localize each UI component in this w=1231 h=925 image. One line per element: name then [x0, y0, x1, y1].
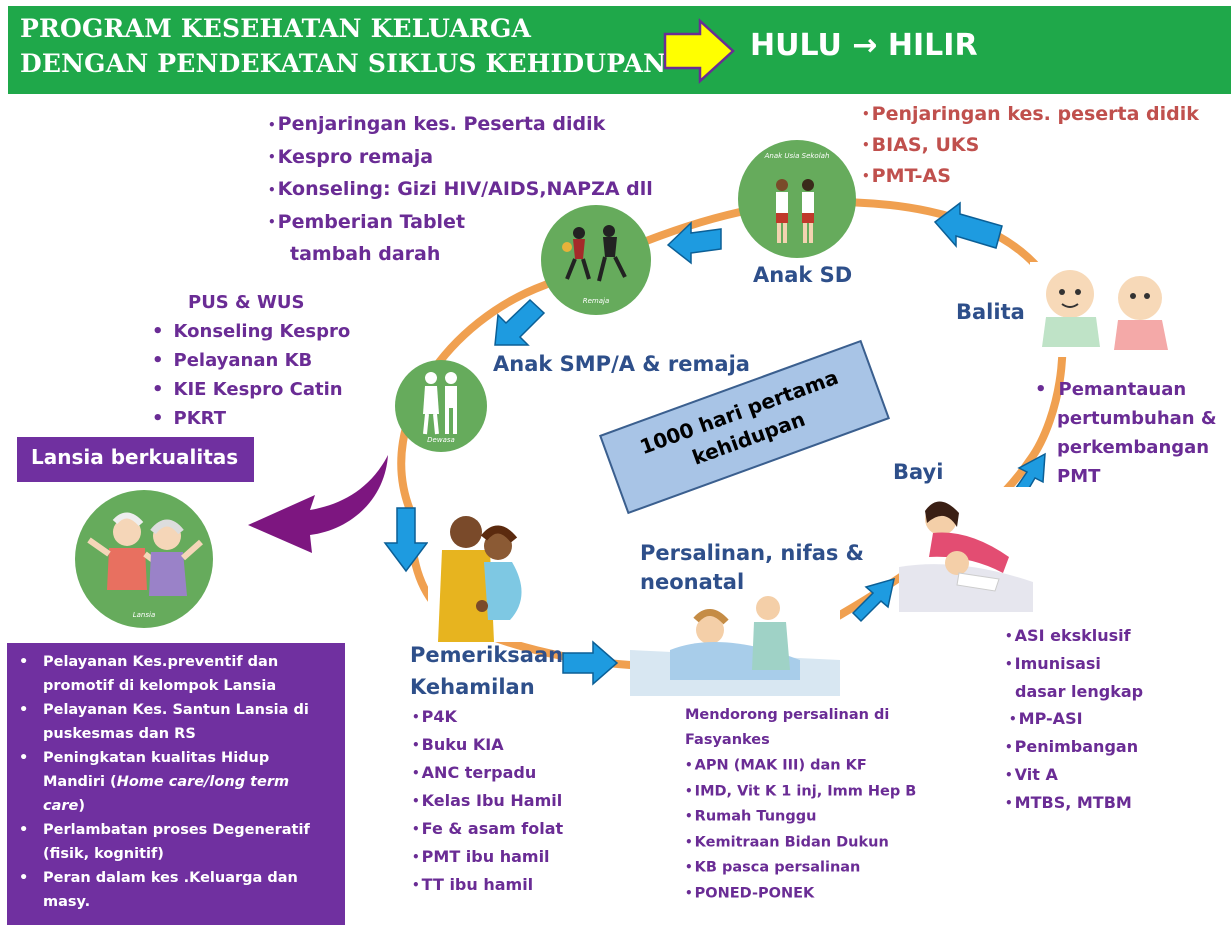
list-item: TT ibu hamil [412, 871, 563, 899]
list-item: Konseling: Gizi HIV/AIDS,NAPZA dll [268, 173, 653, 206]
mother-baby-icon [899, 501, 1033, 612]
list-item: MTBS, MTBM [1005, 789, 1143, 817]
list-item: •Konseling Kespro [152, 321, 351, 342]
list-item: Buku KIA [412, 731, 563, 759]
stage-kehamilan-line1: Pemeriksaan [410, 643, 564, 667]
header-banner [8, 6, 1231, 94]
list-item: Kespro remaja [268, 141, 653, 174]
anak-sd-caption: Anak Usia Sekolah [764, 152, 830, 160]
list-item: Kelas Ibu Hamil [412, 787, 563, 815]
yellow-arrow-icon [663, 18, 735, 84]
stage-kehamilan-line2: Kehamilan [410, 675, 535, 699]
lansia-caption: Lansia [132, 611, 156, 619]
dewasa-circle: Dewasa [395, 360, 487, 452]
arrow-to-bayi-icon [851, 577, 895, 623]
pus-wus-block: PUS & WUS •Konseling Kespro •Pelayanan K… [152, 288, 350, 433]
list-item: Fe & asam folat [412, 815, 563, 843]
stage-balita: Balita [956, 300, 1025, 324]
list-item: Penjaringan kes. Peserta didik [268, 108, 653, 141]
bayi-picture [899, 487, 1033, 612]
list-item: PMT ibu hamil [412, 843, 563, 871]
list-item: PMT-AS [862, 161, 1199, 192]
list-item: Penimbangan [1005, 733, 1143, 761]
stage-persalinan-line2: neonatal [640, 570, 745, 594]
list-item: •Pemantauan [1035, 379, 1187, 400]
delivery-room-icon [630, 596, 840, 696]
couple-icon [423, 372, 457, 435]
list-item: Vit A [1005, 761, 1143, 789]
list-item: ASI eksklusif [1005, 622, 1143, 650]
stage-remaja: Anak SMP/A & remaja [493, 352, 750, 376]
list-item: Rumah Tunggu [685, 804, 916, 830]
list-item: PMT [1057, 466, 1101, 487]
stage-bayi: Bayi [893, 460, 944, 484]
list-item: •KIE Kespro Catin [152, 379, 343, 400]
list-item: •Perlambatan proses Degeneratif(fisik, k… [19, 822, 310, 862]
list-item: •PKRT [152, 408, 226, 429]
school-children-icon [776, 179, 814, 243]
anak-sd-services: Penjaringan kes. peserta didik BIAS, UKS… [862, 99, 1199, 192]
persalinan-services: Mendorong persalinan di Fasyankes APN (M… [685, 703, 916, 906]
babies-icon [1042, 270, 1168, 350]
pus-wus-title: PUS & WUS [188, 292, 305, 313]
list-item: pertumbuhan & [1057, 408, 1217, 429]
list-item: P4K [412, 703, 563, 731]
list-item: BIAS, UKS [862, 130, 1199, 161]
list-item: Penjaringan kes. peserta didik [862, 99, 1199, 130]
balita-services: •Pemantauan pertumbuhan & perkembangan P… [1035, 375, 1217, 491]
arrow-to-anak-sd-icon [933, 201, 1003, 249]
kehamilan-picture [428, 510, 530, 642]
anak-sd-circle: Anak Usia Sekolah [738, 140, 856, 258]
arrow-to-remaja-icon [666, 221, 722, 265]
hulu-hilir-label: HULU → HILIR [750, 28, 978, 63]
stage-persalinan-line1: Persalinan, nifas & [640, 541, 864, 565]
balita-picture [1030, 262, 1178, 357]
bayi-services: ASI eksklusif Imunisasi dasar lengkap MP… [1005, 622, 1143, 817]
remaja-services: Penjaringan kes. Peserta didik Kespro re… [268, 108, 653, 270]
arrow-to-lansia-icon [248, 455, 388, 553]
list-item: IMD, Vit K 1 inj, Imm Hep B [685, 779, 916, 805]
list-item: Kemitraan Bidan Dukun [685, 830, 916, 856]
list-item: tambah darah [290, 243, 441, 265]
lansia-circle: Lansia [75, 490, 213, 628]
persalinan-picture [630, 590, 840, 696]
list-item: APN (MAK III) dan KF [685, 753, 916, 779]
lansia-title-box: Lansia berkualitas [17, 437, 254, 482]
elderly-couple-icon [87, 512, 203, 596]
dewasa-caption: Dewasa [427, 436, 455, 444]
header-title-line2: DENGAN PENDEKATAN SIKLUS KEHIDUPAN [20, 49, 667, 78]
remaja-circle: Remaja [541, 205, 651, 315]
kehamilan-services: P4K Buku KIA ANC terpadu Kelas Ibu Hamil… [412, 703, 563, 899]
list-item: Imunisasi [1005, 650, 1143, 678]
teens-playing-icon [562, 225, 627, 282]
arrow-to-dewasa-icon [494, 298, 546, 346]
list-item: Pemberian Tablet [268, 206, 653, 239]
arrow-to-kehamilan-icon [383, 507, 429, 573]
list-item: PONED-PONEK [685, 881, 916, 907]
persalinan-intro-line1: Mendorong persalinan di [685, 707, 890, 723]
lansia-title: Lansia berkualitas [31, 445, 239, 469]
list-item: dasar lengkap [1015, 682, 1144, 701]
arrow-to-persalinan-icon [562, 640, 619, 686]
list-item: ANC terpadu [412, 759, 563, 787]
pregnant-couple-icon [438, 516, 522, 642]
list-item: KB pasca persalinan [685, 855, 916, 881]
remaja-caption: Remaja [582, 297, 610, 305]
list-item: perkembangan [1057, 437, 1210, 458]
header-title-line1: PROGRAM KESEHATAN KELUARGA [20, 14, 532, 43]
list-item: MP-ASI [1005, 705, 1143, 733]
persalinan-intro-line2: Fasyankes [685, 732, 770, 748]
stage-anak-sd: Anak SD [753, 263, 853, 287]
list-item: •Pelayanan KB [152, 350, 313, 371]
